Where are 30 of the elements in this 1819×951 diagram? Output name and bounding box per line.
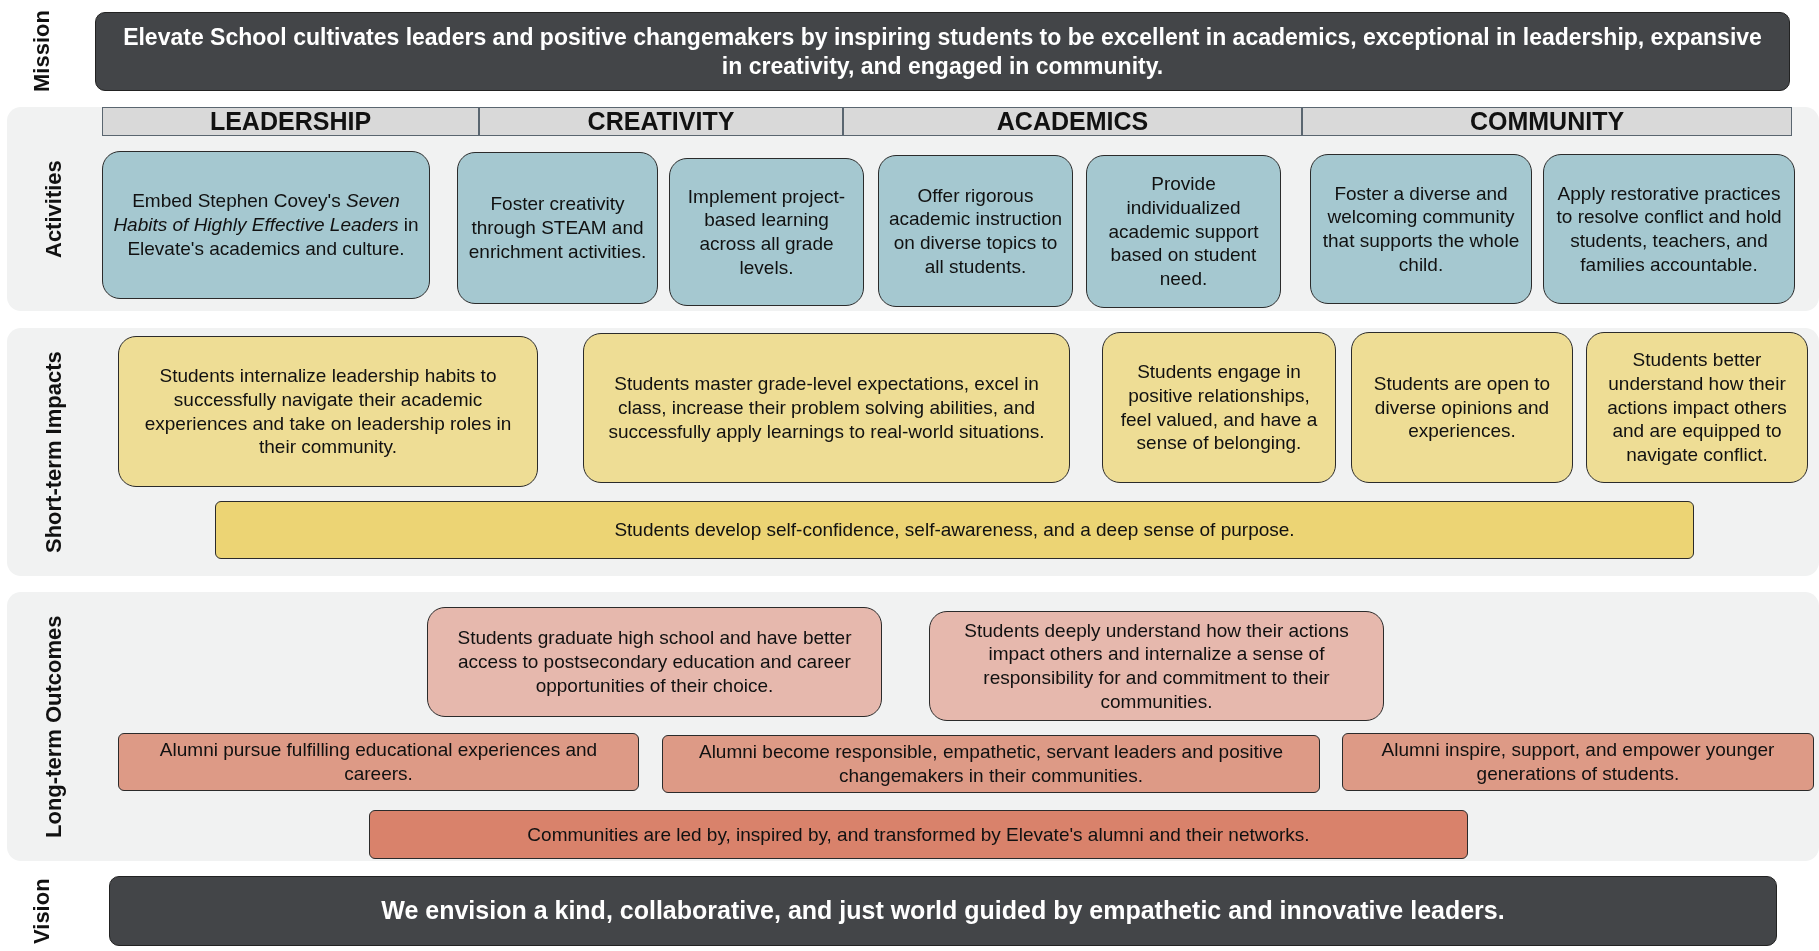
outcome-bar: Communities are led by, inspired by, and transformed by Elevate's alumni and their networks.	[369, 810, 1468, 859]
mission-banner: Elevate School cultivates leaders and positive changemakers by inspiring students to be excellent in academics, exceptional in leadership, expansive in creativity, and engaged in community.	[95, 12, 1790, 91]
column-header: COMMUNITY	[1302, 107, 1792, 136]
activity-box: Offer rigorous academic instruction on diverse topics to all students.	[878, 155, 1073, 307]
activity-box: Provide individualized academic support based on student need.	[1086, 155, 1281, 308]
impact-box: Students better understand how their actions impact others and are equipped to navigate conflict.	[1586, 332, 1808, 483]
row-label: Long-term Outcomes	[40, 614, 68, 840]
row-label: Activities	[40, 159, 68, 260]
row-label: Vision	[30, 877, 54, 946]
outcome-bar: Alumni inspire, support, and empower younger generations of students.	[1342, 733, 1814, 791]
vision-banner: We envision a kind, collaborative, and just world guided by empathetic and innovative leaders.	[109, 876, 1777, 946]
impact-box: Students are open to diverse opinions and experiences.	[1351, 332, 1573, 483]
outcome-bar: Alumni become responsible, empathetic, servant leaders and positive changemakers in their communities.	[662, 735, 1320, 793]
activity-box: Foster a diverse and welcoming community that supports the whole child.	[1310, 154, 1532, 304]
outcome-box: Students deeply understand how their actions impact others and internalize a sense of responsibility for and commitment to their communities.	[929, 611, 1384, 721]
impact-box: Students master grade-level expectations, excel in class, increase their problem solving abilities, and successfully apply learnings to real-world situations.	[583, 333, 1070, 483]
activity-box: Embed Stephen Covey's Seven Habits of Highly Effective Leaders in Elevate's academics and culture.	[102, 151, 430, 299]
activity-box: Implement project-based learning across all grade levels.	[669, 158, 864, 306]
outcome-box: Students graduate high school and have better access to postsecondary education and career opportunities of their choice.	[427, 607, 882, 717]
outcome-bar: Alumni pursue fulfilling educational experiences and careers.	[118, 733, 639, 791]
impact-box: Students engage in positive relationships, feel valued, and have a sense of belonging.	[1102, 332, 1336, 483]
column-header: CREATIVITY	[479, 107, 843, 136]
activity-box: Foster creativity through STEAM and enrichment activities.	[457, 152, 658, 304]
column-header: ACADEMICS	[843, 107, 1302, 136]
row-label: Short-term Impacts	[40, 350, 68, 555]
impact-box: Students internalize leadership habits to successfully navigate their academic experiences and take on leadership roles in their community.	[118, 336, 538, 487]
row-label: Mission	[30, 12, 54, 91]
column-header: LEADERSHIP	[102, 107, 479, 136]
activity-box: Apply restorative practices to resolve conflict and hold students, teachers, and families accountable.	[1543, 154, 1795, 304]
impact-bar: Students develop self-confidence, self-awareness, and a deep sense of purpose.	[215, 501, 1694, 559]
